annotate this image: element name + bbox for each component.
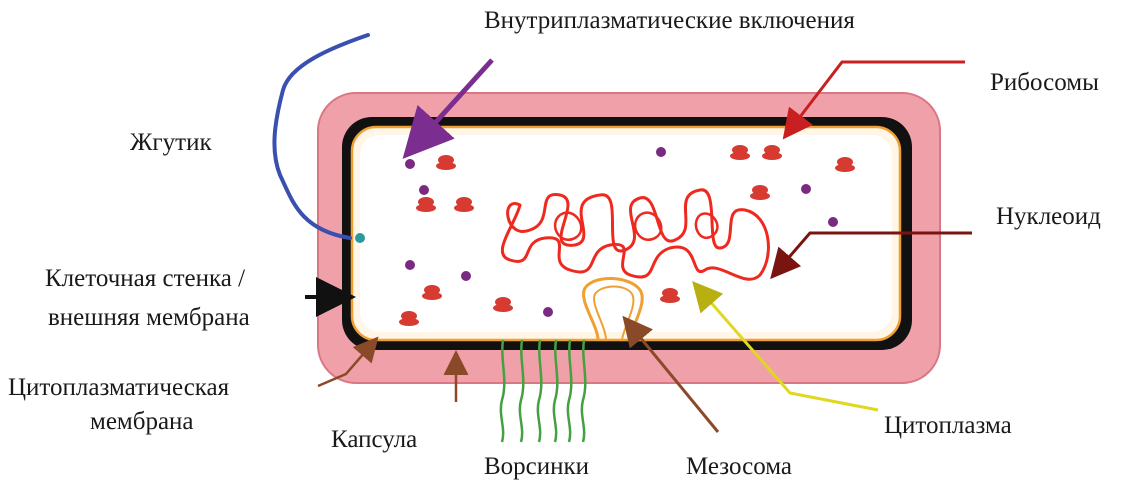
- label-cytoplasm: Цитоплазма: [884, 411, 1012, 440]
- label-nucleoid: Нуклеоид: [996, 202, 1101, 231]
- label-cell-wall-line2: внешняя мембрана: [48, 303, 250, 332]
- label-capsule: Капсула: [331, 425, 417, 454]
- label-cell-wall-line1: Клеточная стенка /: [45, 264, 245, 293]
- label-pili: Ворсинки: [484, 452, 589, 481]
- flagellum-base: [355, 233, 365, 243]
- label-inclusions: Внутриплазматические включения: [484, 6, 855, 35]
- label-cyto-membrane-line1: Цитоплазматическая: [8, 373, 229, 402]
- label-cyto-membrane-line2: мембрана: [90, 407, 194, 436]
- label-flagellum: Жгутик: [130, 128, 212, 157]
- label-ribosomes: Рибосомы: [990, 68, 1099, 97]
- label-mesosome: Мезосома: [686, 452, 792, 481]
